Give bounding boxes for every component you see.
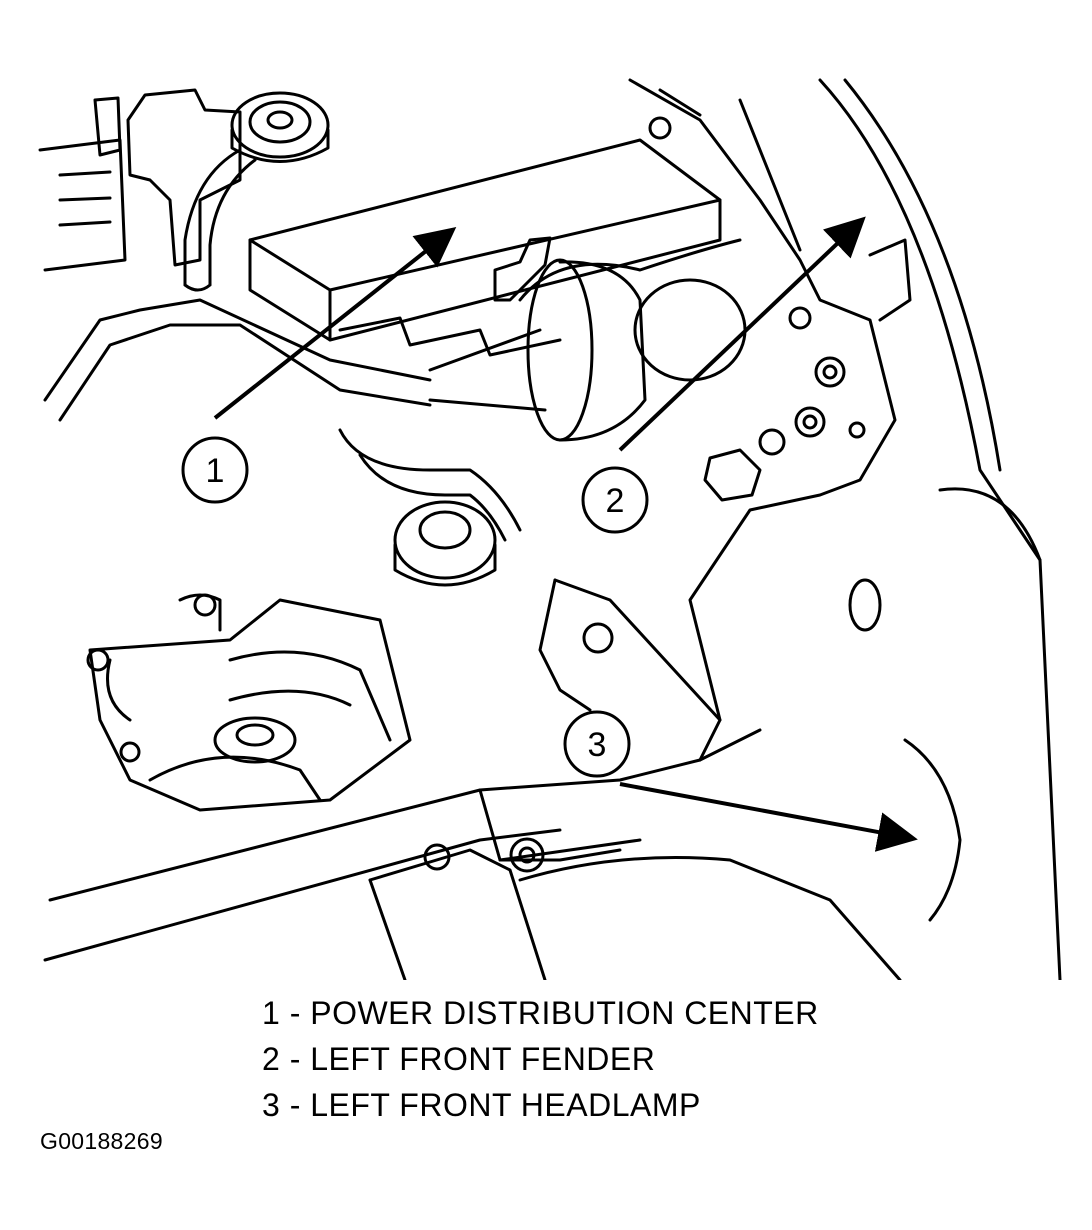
legend-item-1: 1 - POWER DISTRIBUTION CENTER <box>262 990 962 1036</box>
fender-inner-well <box>848 487 1042 922</box>
headlamp-housing <box>368 838 902 980</box>
alternator <box>86 593 412 812</box>
callout-3-arrow <box>619 782 918 852</box>
callout-3: 3 <box>563 710 631 778</box>
power-distribution-center <box>248 138 722 357</box>
legend-separator: - <box>280 1041 311 1077</box>
callout-2-arrow <box>618 216 866 452</box>
legend-item-number: 3 <box>262 1087 281 1123</box>
legend-item-label: LEFT FRONT HEADLAMP <box>310 1087 701 1123</box>
legend: 1 - POWER DISTRIBUTION CENTER 2 - LEFT F… <box>262 990 962 1128</box>
callout-3-number: 3 <box>588 726 607 764</box>
callout-1-number: 1 <box>206 452 225 490</box>
legend-item-label: LEFT FRONT FENDER <box>310 1041 656 1077</box>
legend-item-label: POWER DISTRIBUTION CENTER <box>310 995 819 1031</box>
radiator-support <box>43 578 762 962</box>
callout-2-number: 2 <box>606 482 625 520</box>
legend-item-3: 3 - LEFT FRONT HEADLAMP <box>262 1082 962 1128</box>
legend-separator: - <box>280 995 311 1031</box>
engine-bay-illustration: 1 2 3 <box>38 78 1062 980</box>
upper-hose <box>183 148 257 292</box>
figure-id: G00188269 <box>40 1128 163 1154</box>
callout-3-circle <box>563 710 631 778</box>
fender-apron <box>628 78 1062 980</box>
coolant-reservoir <box>38 88 242 272</box>
callout-1: 1 <box>181 436 249 504</box>
callout-1-arrow <box>213 227 457 420</box>
callout-2: 2 <box>581 466 649 534</box>
legend-item-number: 2 <box>262 1041 281 1077</box>
legend-item-2: 2 - LEFT FRONT FENDER <box>262 1036 962 1082</box>
callout-2-circle <box>581 466 649 534</box>
callout-arrows <box>213 216 918 852</box>
wiring-harness <box>43 298 522 542</box>
radiator-cap <box>230 91 330 163</box>
washer-reservoir-cap <box>393 500 497 587</box>
legend-separator: - <box>280 1087 311 1123</box>
legend-item-number: 1 <box>262 995 281 1031</box>
motor-assembly <box>428 238 747 442</box>
callout-1-circle <box>181 436 249 504</box>
